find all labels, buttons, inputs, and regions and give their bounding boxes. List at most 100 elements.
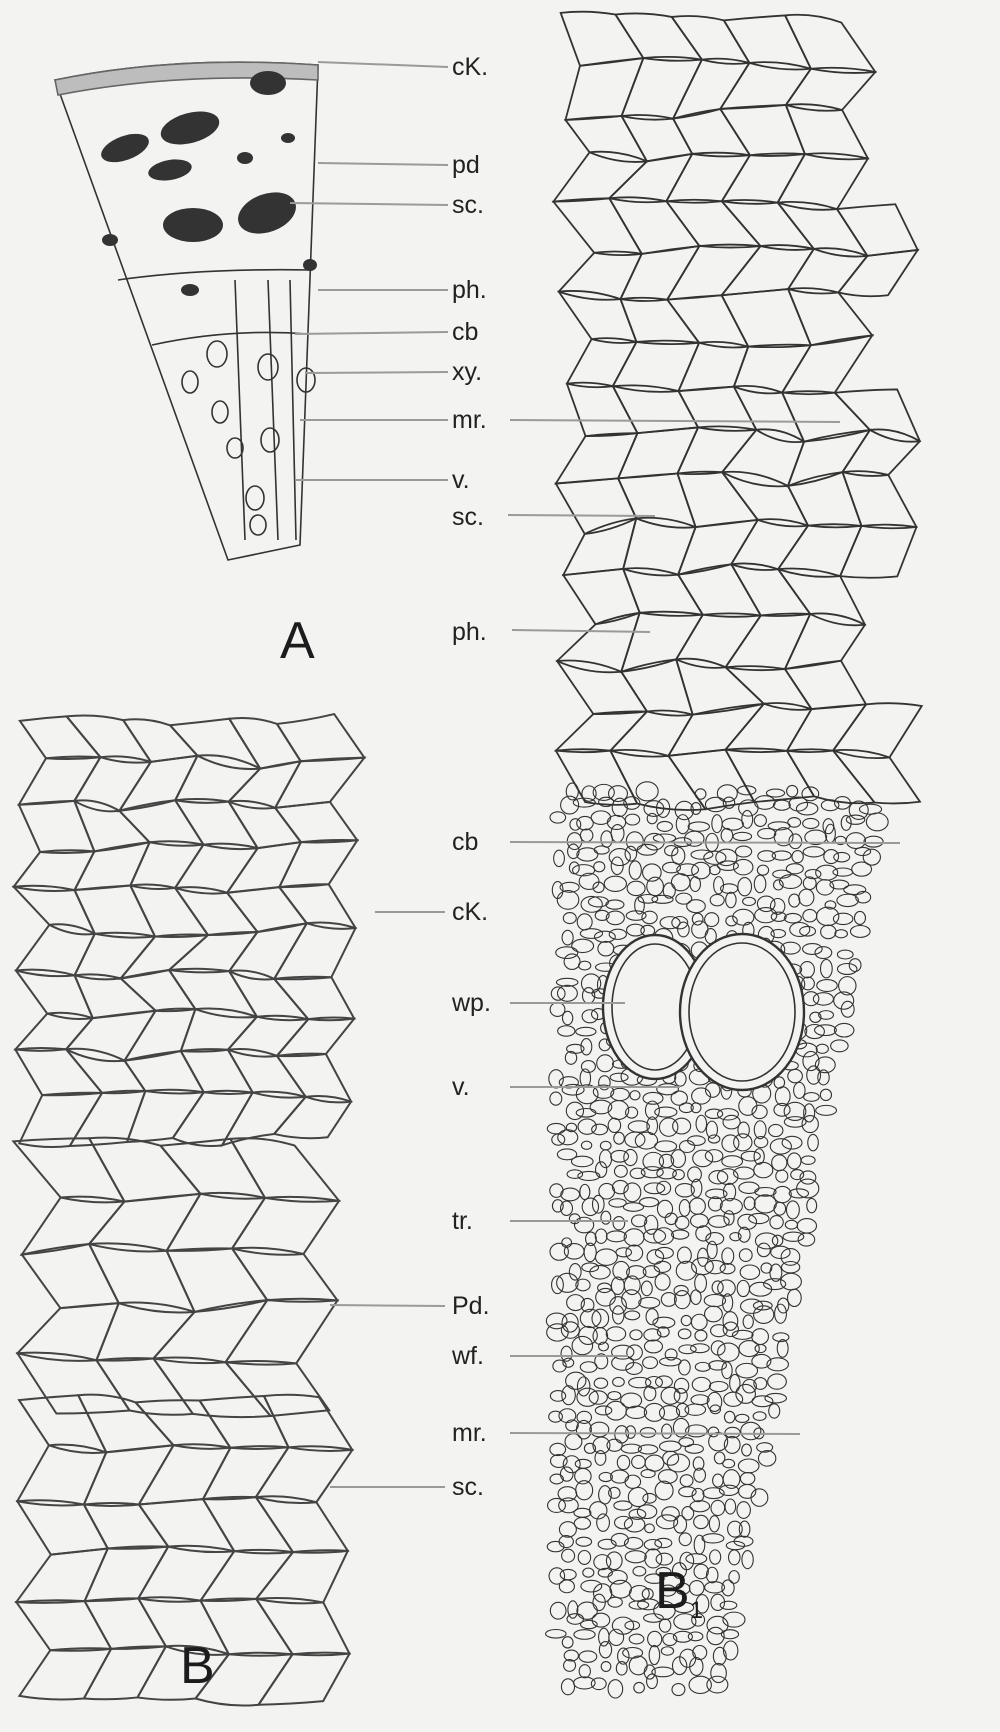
wood-cell [782, 1136, 802, 1149]
wood-cell [742, 1551, 753, 1569]
wood-cell [775, 1087, 790, 1106]
wood-cell [691, 1290, 702, 1305]
sclereid-cell [201, 1550, 293, 1601]
wood-cell [627, 1345, 643, 1360]
phelloderm-cell [96, 1358, 192, 1415]
wood-cell [692, 1088, 711, 1104]
cork-cell [14, 886, 95, 935]
wood-cell [627, 924, 645, 936]
wood-cell [562, 930, 573, 945]
wood-cell [626, 1245, 643, 1261]
wood-cell [595, 931, 616, 942]
wood-cell [802, 977, 815, 990]
wood-cell [561, 1322, 579, 1338]
wood-cell [800, 926, 816, 936]
cork-cell [175, 755, 260, 803]
wood-cell [751, 1489, 768, 1507]
wood-cell [660, 1357, 682, 1365]
phloem-cell [666, 200, 760, 248]
wood-cell [662, 1424, 672, 1438]
phloem-cell [667, 245, 760, 300]
wood-cell [632, 1455, 646, 1468]
cork-cell [123, 719, 197, 762]
wood-cell [685, 1404, 706, 1415]
wood-cell [788, 1289, 802, 1306]
wood-cell [734, 859, 753, 874]
wood-cell [758, 1451, 775, 1467]
wood-cell [643, 1229, 665, 1243]
wood-cell [610, 1580, 631, 1598]
wood-cell [645, 1524, 655, 1533]
wood-cell [626, 1406, 647, 1418]
wood-cell [595, 1451, 606, 1466]
wood-cell [630, 1330, 642, 1340]
wood-cell [692, 1377, 710, 1391]
wood-cell [606, 911, 624, 925]
wood-cell [744, 1197, 755, 1210]
wood-cell [742, 810, 753, 828]
wood-cell [561, 1188, 580, 1201]
sclereid-cell [200, 1396, 289, 1449]
wood-cell [706, 1567, 717, 1583]
wood-cell [740, 1473, 754, 1485]
wood-cell [646, 1309, 658, 1325]
wood-cell [639, 1297, 660, 1308]
wood-cell [707, 1676, 728, 1693]
wood-cell [641, 1470, 655, 1478]
wood-cell [590, 1422, 609, 1437]
sclereid-cell [256, 1598, 349, 1655]
phelloderm-cell [161, 1139, 265, 1199]
wood-cell [835, 930, 848, 938]
wood-cell [601, 1662, 611, 1672]
wood-cell [595, 1229, 607, 1243]
cork-cell [19, 801, 94, 853]
wood-cell [558, 1130, 578, 1145]
wood-cell [598, 941, 614, 955]
wood-cell [695, 1362, 710, 1371]
wood-cell [591, 1678, 606, 1690]
cork-cell [125, 1009, 196, 1061]
phloem-cell [567, 383, 638, 436]
wood-cell [837, 964, 857, 975]
phelloderm-cell [230, 1138, 339, 1202]
wood-cell [637, 1505, 656, 1519]
phloem-cell [786, 104, 868, 159]
wood-cell [680, 1475, 693, 1487]
wood-cell [582, 1010, 598, 1023]
cork-cell [274, 922, 355, 979]
wood-cell [577, 914, 592, 930]
wood-cell [688, 822, 709, 831]
wood-cell [671, 874, 690, 891]
phloem-cell [553, 152, 646, 202]
wood-cell [821, 960, 833, 978]
wood-cell [627, 881, 645, 895]
wood-cell [601, 1211, 611, 1224]
phloem-cell [613, 341, 699, 392]
wood-cell [770, 1216, 783, 1229]
cork-cell [14, 850, 95, 891]
wood-cell [771, 1246, 790, 1258]
wood-cell [574, 1630, 595, 1640]
wood-cell [733, 832, 752, 840]
wood-cell [691, 1395, 709, 1405]
wood-cell [657, 1084, 679, 1095]
wood-cell [783, 1232, 804, 1241]
wood-cell [576, 1537, 592, 1546]
wood-cell [547, 1123, 565, 1133]
wood-cell [579, 1665, 590, 1678]
wood-cell [629, 1634, 644, 1644]
wood-cell [644, 1665, 655, 1679]
wood-cell [614, 1132, 625, 1144]
wood-cell [739, 1097, 757, 1116]
sclereid-cell [85, 1546, 169, 1601]
wood-cell [613, 1217, 625, 1230]
cork-cell [15, 1048, 102, 1095]
label-vessel-b1: v. [452, 1075, 470, 1100]
wood-cell [771, 912, 786, 921]
wood-cell [566, 783, 578, 800]
wood-cell [675, 1216, 689, 1229]
wood-cell [797, 1219, 816, 1233]
wood-cell [643, 1092, 663, 1104]
phelloderm-cell [22, 1197, 125, 1255]
wood-cell [625, 1551, 646, 1563]
